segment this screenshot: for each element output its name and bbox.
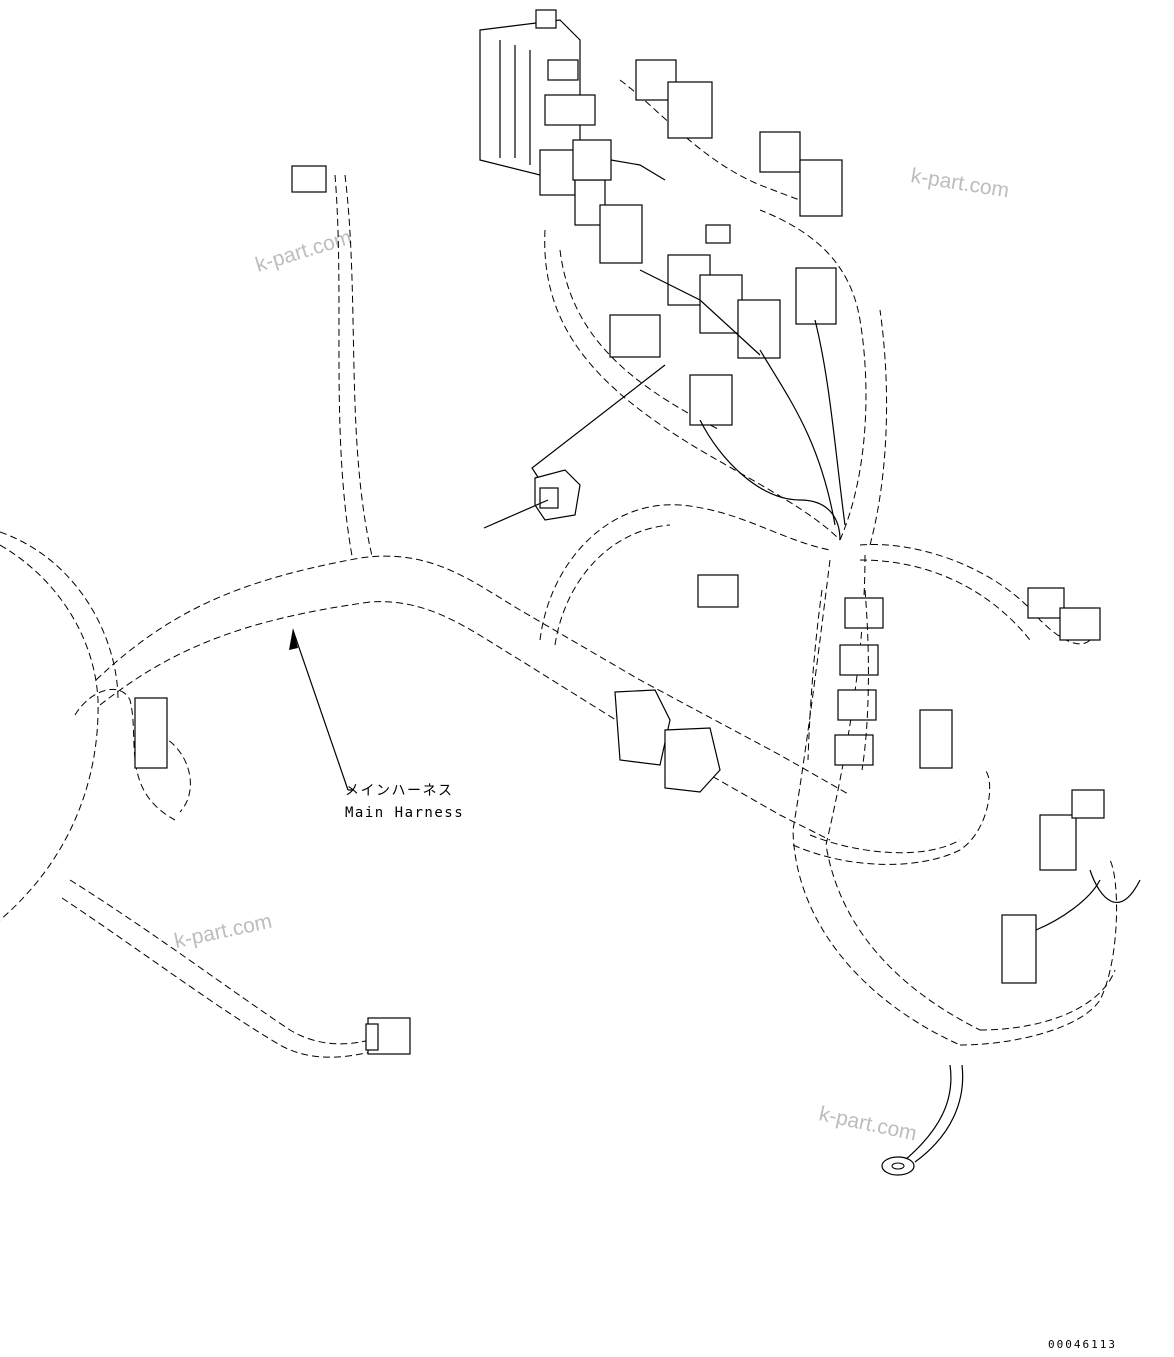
relay-connector-9 [737,299,781,359]
watermark-4: k-part.com [817,1102,919,1145]
relay-connector-2 [667,81,713,139]
relay-connector-6 [599,204,643,264]
relay-connector-8 [699,274,743,334]
watermarks: k-part.com k-part.com k-part.com k-part.… [172,164,1011,1145]
watermark-3: k-part.com [172,910,274,953]
top-left-connector [291,165,327,193]
stack-connector-2 [839,644,879,676]
watermark-2: k-part.com [909,164,1011,202]
right-connector-2 [1027,587,1065,619]
stack-connector-3 [837,689,877,721]
central-trunk [792,554,1118,1176]
pointed-connector [483,364,666,529]
main-harness-callout: メインハーネス Main Harness [289,628,464,821]
relay-connectors [572,59,846,541]
relay-connector-11 [689,374,733,426]
left-connectors [134,165,411,1055]
stack-connector-1 [844,597,884,629]
upper-harness [539,79,1091,646]
trunk-connector-1 [614,689,671,766]
right-connector-6 [1001,914,1037,984]
main-harness-label-jp: メインハーネス [345,783,454,799]
small-connector-1 [705,224,731,244]
stack-connector-4 [834,734,874,766]
fuse-box [479,9,606,226]
relay-connector-12 [609,314,661,358]
trunk-connectors [614,574,1141,984]
reference-number: 00046113 [1048,1338,1117,1351]
main-harness-label-en: Main Harness [345,805,464,821]
right-connector-5 [1071,789,1105,819]
relay-connector-4 [799,159,843,217]
trunk-connector-2 [664,727,721,793]
relay-connector-3 [759,131,801,173]
main-harness-trunk [0,174,851,1058]
drop-connector [697,574,739,608]
relay-connector-10 [795,267,837,325]
right-connector-1 [919,709,953,769]
right-connector-3 [1059,607,1101,641]
relay-connector-5 [572,139,612,181]
right-connector-4 [1039,814,1077,871]
ring-terminal [881,1156,915,1176]
left-side-connector [134,697,168,769]
